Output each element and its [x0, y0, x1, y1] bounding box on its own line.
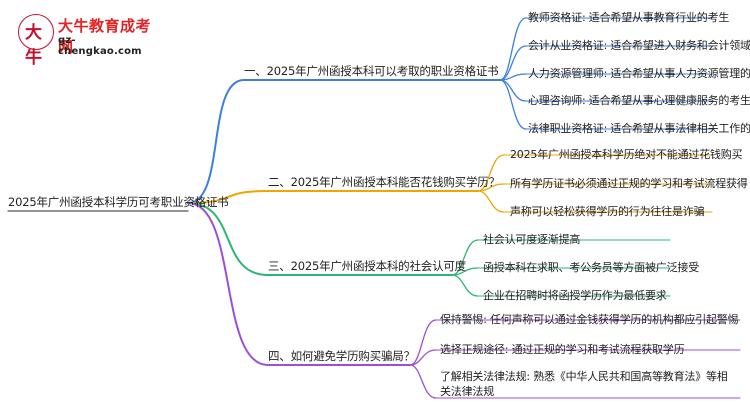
branch-4-item-2: 选择正规途径: 通过正规的学习和考试流程获取学历 — [440, 343, 685, 356]
branch-1-item-5-connector — [499, 79, 527, 130]
branch-3-item-3-connector — [451, 274, 479, 297]
branch-1-label: 一、2025年广州函授本科可以考取的职业资格证书 — [244, 64, 499, 78]
branch-2-label: 二、2025年广州函授本科能否花钱购买学历？ — [268, 175, 500, 189]
branch-3-item-2: 函授本科在求职、考公务员等方面被广泛接受 — [483, 261, 699, 274]
branch-1-item-2-connector — [499, 45, 527, 81]
site-logo: 大牛 大牛教育成考网 gz-chengkao.com — [18, 14, 158, 68]
branch-3-item-1: 社会认可度逐渐提高 — [483, 233, 581, 246]
branch-2-item-1-connector — [477, 154, 505, 192]
logo-url: gz-chengkao.com — [58, 35, 142, 57]
logo-mark-text: 大牛 — [25, 23, 42, 68]
branch-1-item-1: 教师资格证: 适合希望从事教育行业的考生 — [528, 11, 730, 24]
branch-2-item-3: 声称可以轻松获得学历的行为往往是诈骗 — [510, 205, 705, 218]
branch-2-item-1: 2025年广州函授本科学历绝对不能通过花钱购买 — [510, 148, 743, 161]
branch-2-item-2: 所有学历证书必须通过正规的学习和考试流程获得 — [510, 177, 748, 190]
branch-3-item-1-connector — [451, 239, 479, 276]
branch-1-item-1-connector — [499, 17, 527, 81]
branch-4-item-1: 保持警惕: 任何声称可以通过金钱获得学历的机构都应引起警惕 — [440, 313, 739, 326]
branch-1-item-5: 法律职业资格证: 适合希望从事法律相关工作的考生 — [528, 122, 750, 135]
branch-3-item-3: 企业在招聘时将函授学历作为最低要求 — [483, 289, 667, 302]
branch-4-connector — [187, 202, 269, 366]
branch-4-item-1-connector — [409, 319, 437, 366]
branch-2-item-3-connector — [477, 190, 505, 213]
branch-4-item-2-connector — [409, 349, 437, 366]
branch-1-item-4-connector — [499, 79, 527, 102]
branch-2-connector — [187, 190, 269, 204]
logo-site-name: 大牛教育成考网 — [58, 17, 152, 56]
logo-mark: 大牛 — [18, 14, 54, 68]
branch-3-label: 三、2025年广州函授本科的社会认可度 — [268, 259, 466, 273]
branch-4-item-3: 了解相关法律法规: 熟悉《中华人民共和国高等教育法》等相关法律法规 — [440, 370, 728, 398]
branch-1-item-3: 人力资源管理师: 适合希望从事人力资源管理的考生 — [528, 67, 750, 80]
branch-3-connector — [187, 202, 269, 276]
branch-1-connector — [187, 79, 245, 204]
branch-1-item-4: 心理咨询师: 适合希望从事心理健康服务的考生 — [528, 94, 750, 107]
branch-4-item-3-connector — [409, 364, 437, 399]
root-topic: 2025年广州函授本科学历可考职业资格证书 — [8, 195, 229, 209]
branch-1-item-2: 会计从业资格证: 适合希望进入财务和会计领域的考生 — [528, 39, 750, 52]
branch-4-label: 四、如何避免学历购买骗局？ — [268, 349, 415, 363]
